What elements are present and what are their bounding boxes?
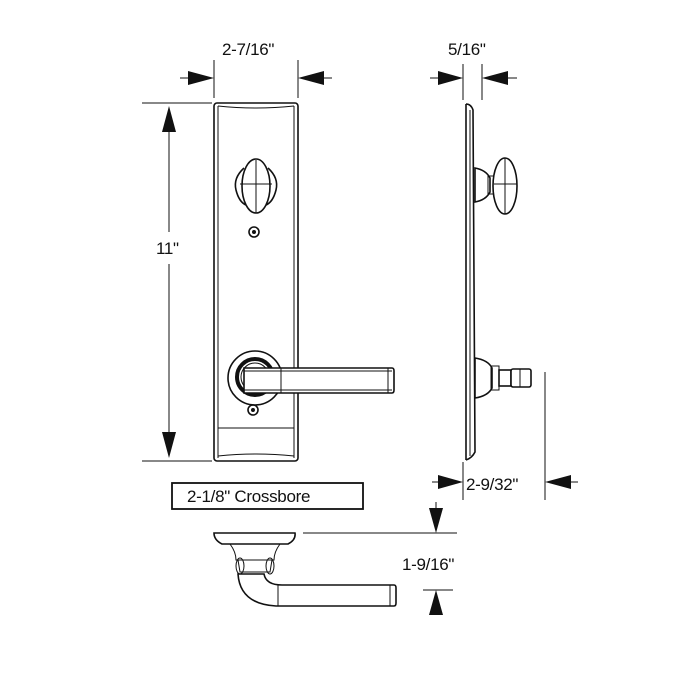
- dimension-lever-projection: 2-9/32": [432, 372, 578, 500]
- crossbore-label: 2-1/8" Crossbore: [187, 487, 310, 506]
- dimension-plate-height: 11": [142, 102, 212, 462]
- emergency-release-button: [248, 226, 260, 238]
- lever-handle: [243, 367, 395, 394]
- thumb-turn: [234, 158, 278, 214]
- side-view: [465, 103, 532, 461]
- dimension-lever-drop: 1-9/16": [303, 502, 457, 615]
- escutcheon-plate: [213, 102, 299, 462]
- lever-projection-label: 2-9/32": [466, 475, 518, 494]
- front-view: [213, 102, 395, 462]
- plate-height-label: 11": [156, 239, 179, 258]
- dimension-plate-width: 2-7/16": [180, 40, 332, 98]
- lever-drop-label: 1-9/16": [402, 555, 454, 574]
- plate-width-label: 2-7/16": [222, 40, 274, 59]
- top-view: [213, 532, 397, 607]
- dimension-plate-depth: 5/16": [430, 40, 517, 100]
- plate-depth-label: 5/16": [448, 40, 486, 59]
- crossbore-callout: 2-1/8" Crossbore: [171, 482, 364, 510]
